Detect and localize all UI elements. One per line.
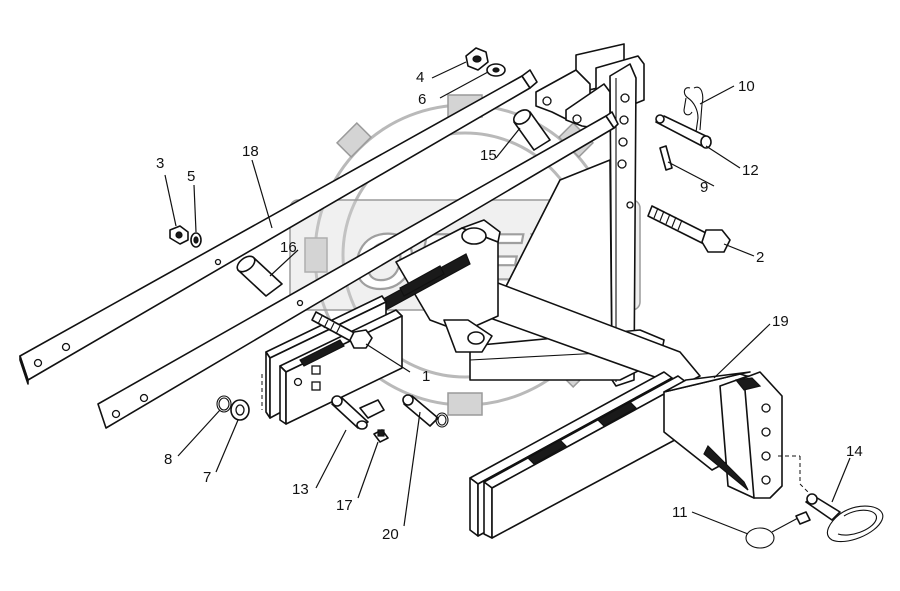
part-5-washer [190, 232, 202, 248]
part-15-spacer [512, 109, 551, 151]
part-20-pin [402, 394, 449, 428]
callout-6: 6 [418, 91, 426, 108]
callout-1: 1 [422, 368, 430, 385]
part-cross-tube [469, 279, 701, 387]
part-4-nut [465, 47, 489, 71]
callout-5: 5 [187, 168, 195, 185]
callout-20: 20 [382, 526, 399, 543]
callout-19: 19 [772, 313, 789, 330]
part-11-ring [745, 511, 811, 549]
callout-8: 8 [164, 451, 172, 468]
part-16-spacer [236, 255, 283, 297]
callout-14: 14 [846, 443, 863, 460]
callout-10: 10 [738, 78, 755, 95]
part-drawbar-front [97, 111, 619, 429]
callout-7: 7 [203, 469, 211, 486]
callout-17: 17 [336, 497, 353, 514]
callout-16: 16 [280, 239, 297, 256]
part-18-drawbar-rear [19, 69, 538, 385]
callout-9: 9 [700, 179, 708, 196]
part-12-pin [655, 114, 712, 149]
callout-12: 12 [742, 162, 759, 179]
part-13-pin [331, 395, 385, 430]
callout-labels: 4 6 3 5 18 16 15 10 12 9 2 1 19 14 11 8 … [156, 69, 863, 543]
part-19-hitch-bracket [663, 371, 815, 499]
callout-2: 2 [756, 249, 764, 266]
part-1-bolt [311, 311, 373, 349]
part-10-r-clip [683, 86, 704, 133]
part-6-washer [486, 63, 506, 77]
part-9-spring-pin [659, 145, 673, 171]
part-14-lynch-pin [805, 493, 884, 542]
part-7-washer [230, 399, 250, 421]
callout-4: 4 [416, 69, 424, 86]
callout-11: 11 [672, 504, 688, 521]
leader-lines [164, 61, 851, 535]
part-right-clamp-plates [469, 371, 687, 539]
callout-15: 15 [480, 147, 497, 164]
callout-3: 3 [156, 155, 164, 172]
part-3-nut [169, 225, 189, 245]
part-2-bolt [647, 205, 731, 253]
callout-18: 18 [242, 143, 259, 160]
part-8-circlip [216, 395, 232, 413]
callout-13: 13 [292, 481, 309, 498]
part-17-grease-nipple [373, 429, 389, 443]
